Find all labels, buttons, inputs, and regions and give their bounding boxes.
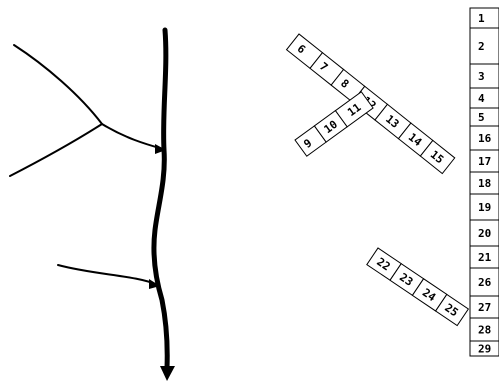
upper-branch-line bbox=[14, 45, 102, 124]
column-cell: 2 bbox=[470, 28, 499, 64]
cell-number: 26 bbox=[478, 276, 492, 289]
cell-number: 1 bbox=[478, 12, 485, 25]
column-cell: 3 bbox=[470, 64, 499, 88]
cell-number: 3 bbox=[478, 70, 485, 83]
column-cell: 26 bbox=[470, 268, 499, 296]
cell-number: 2 bbox=[478, 40, 485, 53]
column-cell: 27 bbox=[470, 296, 499, 318]
column-cell: 18 bbox=[470, 172, 499, 194]
column-cell: 29 bbox=[470, 341, 499, 356]
numbered-column: 1 2 3 4 5 16 17 18 19 20 21 26 27 28 29 bbox=[470, 8, 499, 356]
lower-branch-line bbox=[58, 265, 158, 285]
column-cell: 1 bbox=[470, 8, 499, 28]
cell-number: 18 bbox=[478, 177, 491, 190]
column-cell: 20 bbox=[470, 220, 499, 246]
cell-number: 21 bbox=[478, 251, 492, 264]
cell-number: 28 bbox=[478, 324, 491, 337]
cell-number: 17 bbox=[478, 155, 491, 168]
arrow-head-icon bbox=[160, 366, 175, 381]
cell-number: 29 bbox=[478, 343, 491, 356]
cell-number: 20 bbox=[478, 227, 491, 240]
column-cell: 16 bbox=[470, 126, 499, 150]
column-cell: 5 bbox=[470, 108, 499, 126]
cell-number: 4 bbox=[478, 92, 485, 105]
merged-branch-line bbox=[102, 124, 163, 149]
main-stem-line bbox=[154, 30, 167, 368]
cell-number: 16 bbox=[478, 132, 492, 145]
column-cell: 19 bbox=[470, 194, 499, 220]
cell-number: 27 bbox=[478, 301, 491, 314]
column-cell: 21 bbox=[470, 246, 499, 268]
tributary-diagram bbox=[10, 30, 175, 381]
column-cell: 17 bbox=[470, 150, 499, 172]
cell-number: 5 bbox=[478, 111, 485, 124]
column-cell: 28 bbox=[470, 318, 499, 341]
column-cell: 4 bbox=[470, 88, 499, 108]
cell-number: 19 bbox=[478, 201, 491, 214]
middle-branch-line bbox=[10, 124, 102, 176]
